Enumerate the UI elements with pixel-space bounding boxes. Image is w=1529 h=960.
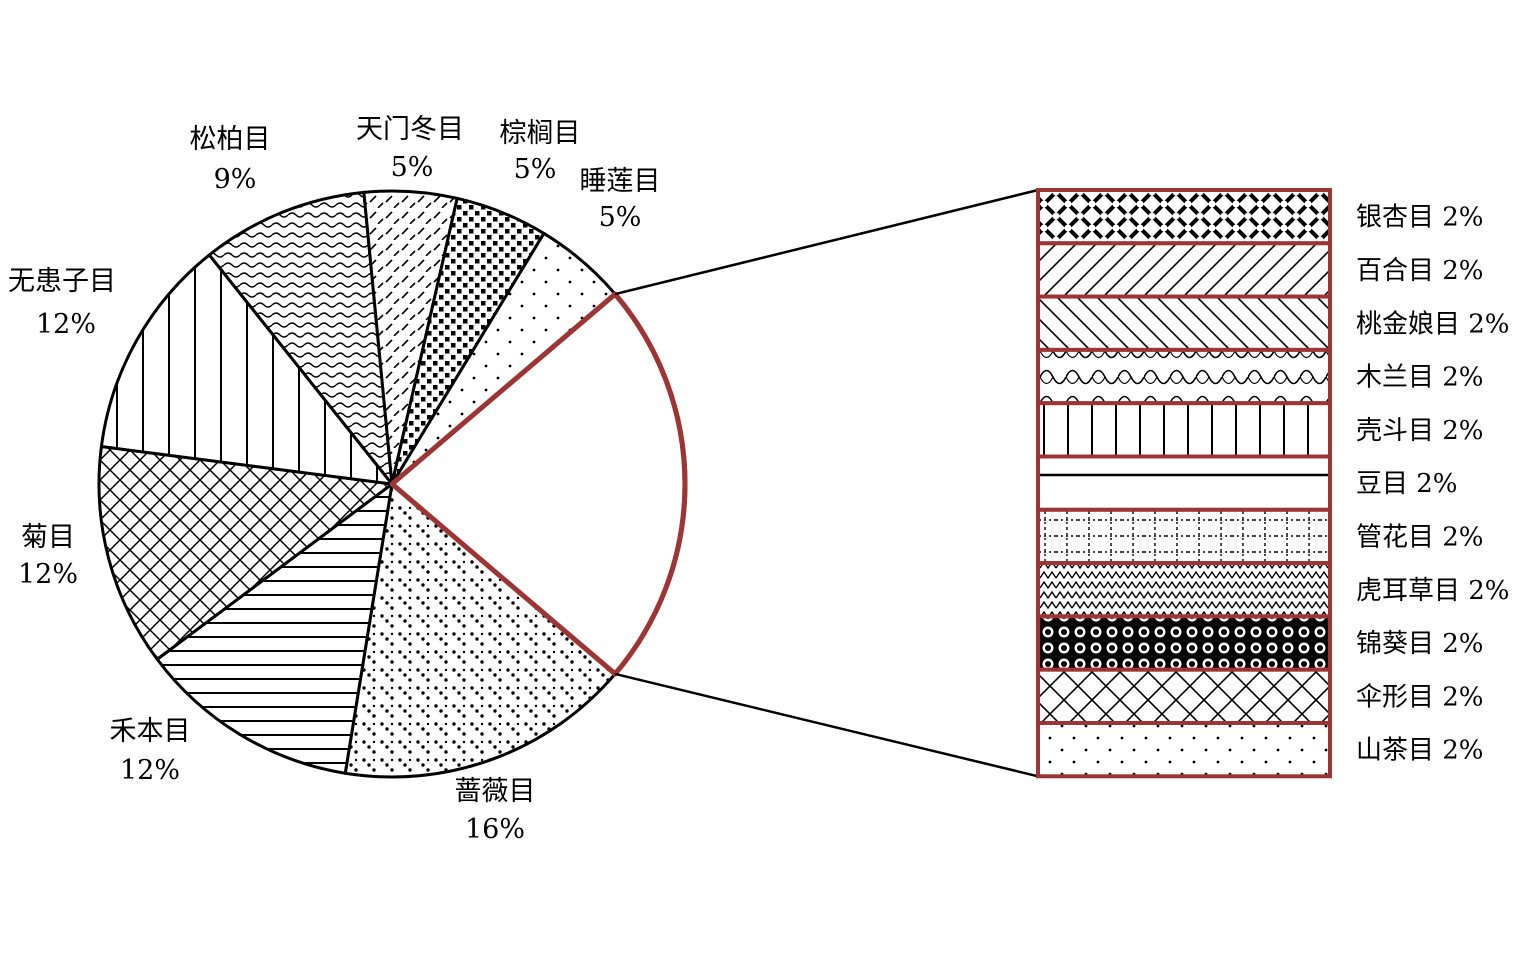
breakdown-label: 锦葵目 2% (1356, 629, 1484, 659)
slice-label: 无患子目 (8, 266, 116, 297)
pie-slice (99, 253, 394, 486)
slice-percent: 16% (465, 814, 525, 845)
breakdown-segment (1036, 667, 1332, 726)
slice-percent: 12% (36, 309, 96, 340)
slice-label: 棕榈目 (500, 118, 581, 149)
breakdown-label: 山茶目 2% (1356, 736, 1484, 766)
pie-slice-other-outline (389, 291, 688, 677)
breakdown-label: 管花目 2% (1356, 522, 1484, 552)
pie-slice (155, 482, 394, 775)
breakdown-segment (1036, 347, 1332, 406)
breakdown-segment (1036, 721, 1332, 779)
pie-slice (97, 445, 394, 661)
slice-label: 睡莲目 (580, 166, 661, 197)
slice-label: 菊目 (21, 522, 75, 553)
breakdown-label: 虎耳草目 2% (1356, 576, 1510, 606)
slice-percent: 5% (391, 152, 434, 183)
breakdown-segment (1036, 401, 1332, 459)
pie-slice (343, 482, 617, 779)
slice-percent: 12% (18, 559, 78, 590)
slice-label: 天门冬目 (356, 114, 464, 145)
breakdown-segment (1036, 507, 1332, 566)
breakdown-segment (1036, 241, 1332, 299)
breakdown-segment (1036, 454, 1332, 512)
breakdown-label: 木兰目 2% (1356, 363, 1484, 393)
slice-label: 蔷薇目 (455, 776, 536, 807)
slice-percent: 5% (514, 154, 557, 185)
breakdown-stack: 银杏目 2% 百合目 2% 桃金娘目 2% 木兰目 2% 壳斗目 2% 豆目 2% 管花目 … (1036, 188, 1510, 779)
breakdown-segment (1036, 188, 1332, 246)
breakdown-segment (1036, 561, 1332, 619)
breakdown-label: 百合目 2% (1356, 256, 1484, 286)
slice-label: 禾本目 (110, 716, 191, 747)
breakdown-segment (1036, 294, 1332, 352)
slice-percent: 9% (214, 164, 257, 195)
slice-labels: 蔷薇目 16% 禾本目 12% 菊目 12% 无患子目 12% 松柏目 9% 天门冬目 5% 棕榈目 5%… (8, 114, 661, 845)
pie-slice (207, 190, 394, 486)
connector-lines (614, 188, 1039, 778)
breakdown-label: 桃金娘目 2% (1356, 309, 1510, 339)
slice-percent: 5% (599, 202, 642, 233)
breakdown-label: 壳斗目 2% (1356, 416, 1484, 446)
breakdown-label: 伞形目 2% (1356, 682, 1484, 712)
breakdown-segment (1036, 614, 1332, 672)
breakdown-label: 银杏目 2% (1356, 203, 1484, 233)
slice-label: 松柏目 (190, 124, 271, 155)
main-pie (97, 189, 688, 779)
slice-percent: 12% (120, 755, 180, 786)
breakdown-label: 豆目 2% (1356, 469, 1458, 499)
connector-top (614, 188, 1039, 296)
connector-bottom (614, 672, 1039, 778)
